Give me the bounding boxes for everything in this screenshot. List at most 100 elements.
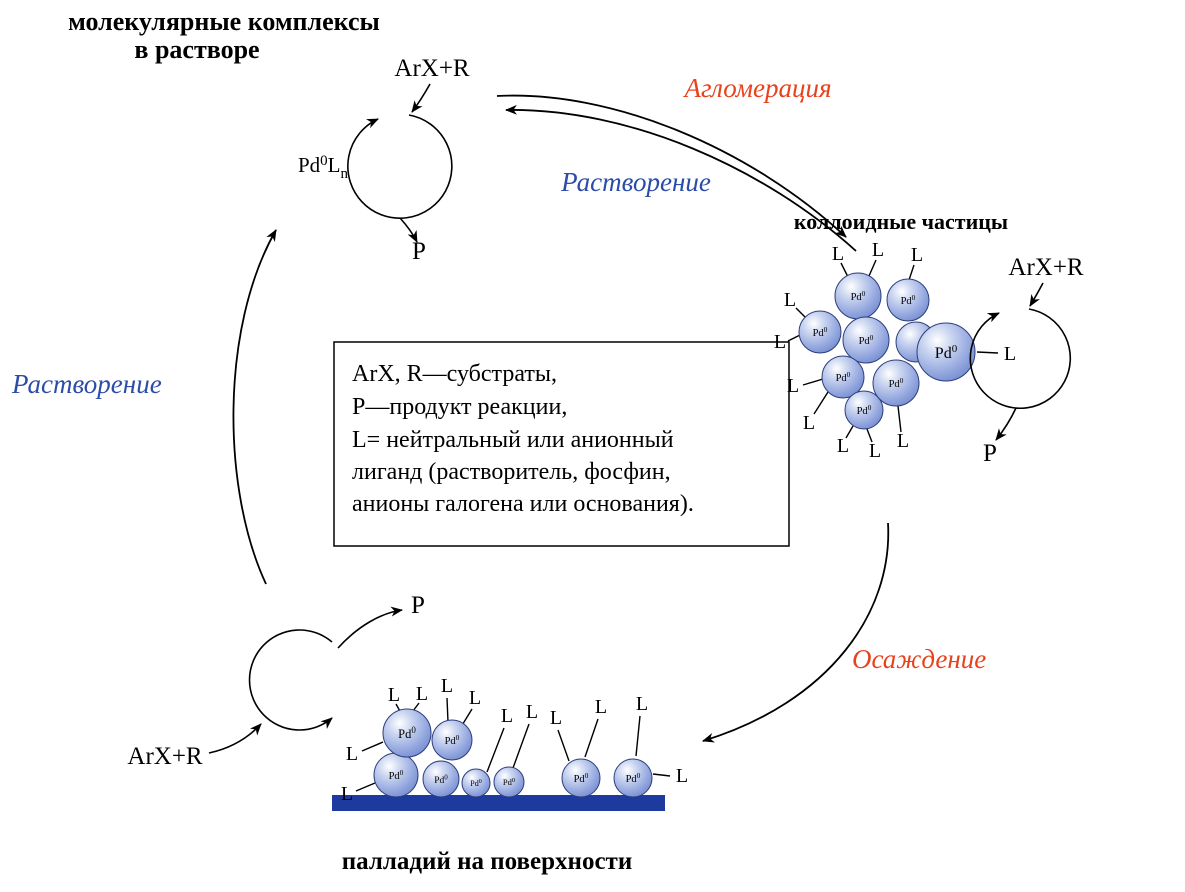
pd-nanoparticle <box>493 766 525 798</box>
ligand-bond <box>446 697 449 723</box>
product-label: P <box>412 238 426 265</box>
ligand-bond <box>787 334 801 342</box>
ligand-bond <box>845 425 854 439</box>
ligand-label: L <box>1004 343 1016 365</box>
molecular-title-line1: молекулярные комплексы <box>68 7 380 36</box>
pd-label: Pd0 <box>859 333 874 347</box>
ligand-label: L <box>636 693 648 715</box>
legend-line5: анионы галогена или основания). <box>352 491 694 517</box>
ligand-bond <box>635 715 641 757</box>
legend-box: ArX, R—субстраты, P—продукт реакции, L= … <box>333 341 790 547</box>
ligand-label: L <box>550 707 562 729</box>
pd-label: Pd0 <box>901 293 916 307</box>
ligand-bond <box>355 782 376 792</box>
support-surface-bar <box>332 795 665 811</box>
pd-label: Pd0 <box>434 774 448 787</box>
ligand-bond <box>802 378 824 386</box>
ligand-bond <box>897 405 902 433</box>
colloid-ligand-bonds <box>787 259 999 443</box>
pd-nanoparticle <box>916 322 976 382</box>
pd-label: Pd0 <box>574 771 589 785</box>
colloid-sphere-labels: Pd0 Pd0 Pd0 Pd0 Pd0 Pd0 Pd0 Pd0 <box>813 289 958 417</box>
dissolution-left-label: Растворение <box>11 369 162 399</box>
ligand-label: L <box>676 765 688 787</box>
dissolution-arrow <box>505 104 857 252</box>
ligand-bond <box>512 723 530 769</box>
ligand-label: L <box>869 440 881 462</box>
colloid-ligand-labels: L L L L L L L L L L L <box>774 239 1016 462</box>
ligand-label: L <box>784 289 796 311</box>
ligand-label: L <box>595 696 607 718</box>
surface-ligand-bonds <box>355 697 671 792</box>
cycle-exit-arrow <box>399 217 418 243</box>
catalytic-cycle-arrow <box>969 308 1072 409</box>
pd0ln-label: Pd0Ln <box>298 153 349 182</box>
pd-label-large: Pd0 <box>935 343 958 362</box>
ligand-label: L <box>469 687 481 709</box>
pd-nanoparticle <box>431 719 473 761</box>
ligand-label: L <box>501 705 513 727</box>
ligand-bond <box>868 259 877 277</box>
substrates-label: ArX+R <box>127 743 203 770</box>
ligand-bond <box>557 729 570 762</box>
pd-label: Pd0 <box>470 779 481 788</box>
pd-nanoparticle <box>821 355 865 399</box>
ligand-label: L <box>416 683 428 705</box>
substrates-label: ArX+R <box>394 55 470 82</box>
ligand-bond <box>813 391 829 415</box>
cycle-exit-arrow <box>337 606 403 649</box>
ligand-bond <box>486 727 505 773</box>
ligand-bond <box>976 351 999 354</box>
product-label: P <box>983 440 997 467</box>
ligand-label: L <box>346 743 358 765</box>
colloid-nanoparticles <box>798 272 976 430</box>
cycle-entry-arrow <box>411 83 431 113</box>
pd-label-large: Pd0 <box>398 725 416 741</box>
catalytic-cycle-arrow <box>347 114 453 219</box>
surface-title: палладий на поверхности <box>342 848 633 875</box>
ligand-label: L <box>774 331 786 353</box>
legend-line2: P—продукт реакции, <box>352 394 567 420</box>
precipitation: Осаждение <box>702 522 986 743</box>
ligand-bond <box>795 307 807 319</box>
pd-nanoparticle <box>798 310 842 354</box>
agglomeration-arrow <box>496 94 847 238</box>
pd-label: Pd0 <box>889 376 904 390</box>
left-dissolution: Растворение <box>11 229 277 585</box>
colloid-title: коллоидные частицы <box>794 209 1008 234</box>
legend-frame <box>333 341 790 547</box>
pd-nanoparticle <box>461 768 491 798</box>
pd-nanoparticle <box>872 359 920 407</box>
ligand-label: L <box>911 244 923 266</box>
substrates-label: ArX+R <box>1008 254 1084 281</box>
ligand-label: L <box>897 430 909 452</box>
dissolution-left-arrow <box>232 229 277 585</box>
ligand-bond <box>840 262 849 278</box>
ligand-label: L <box>441 675 453 697</box>
agglomeration-label: Агломерация <box>682 73 831 103</box>
pd-nanoparticle <box>886 278 930 322</box>
ligand-label: L <box>837 435 849 457</box>
cycle-exit-arrow <box>995 407 1017 441</box>
ligand-label: L <box>803 412 815 434</box>
ligand-bond <box>361 741 384 752</box>
catalytic-cycle-arrow <box>248 629 333 731</box>
legend-line3: L= нейтральный или анионный <box>352 427 674 453</box>
pd-label: Pd0 <box>445 733 460 747</box>
surface-ligand-labels: L L L L L L L L L L L L <box>341 675 688 805</box>
pd-label: Pd0 <box>857 403 872 417</box>
product-label: P <box>411 592 425 619</box>
molecular-complexes-region: молекулярные комплексы в растворе ArX+R … <box>68 7 470 265</box>
pd-nanoparticle <box>613 758 653 798</box>
equilibrium-arrows: Агломерация Растворение <box>496 73 857 252</box>
precipitation-label: Осаждение <box>852 644 986 674</box>
ligand-label: L <box>787 375 799 397</box>
ligand-bond <box>652 773 671 777</box>
precipitation-arrow <box>702 522 890 743</box>
ligand-bond <box>866 428 873 443</box>
surface-sphere-labels: Pd0 Pd0 Pd0 Pd0 Pd0 Pd0 Pd0 Pd0 <box>389 725 641 788</box>
legend-line1: ArX, R—субстраты, <box>352 361 557 387</box>
surface-nanoparticles <box>373 708 653 798</box>
